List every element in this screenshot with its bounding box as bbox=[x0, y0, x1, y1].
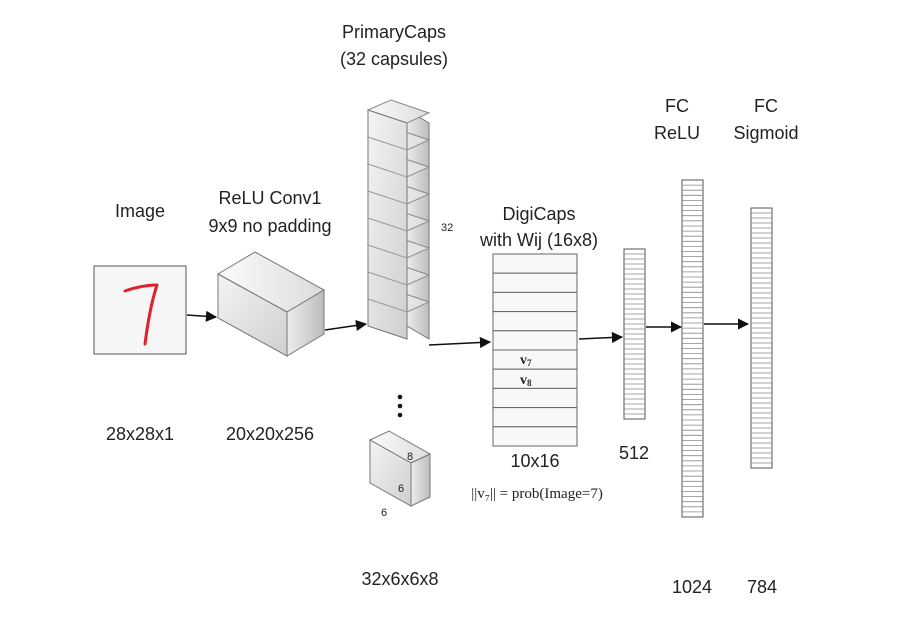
digicaps-row bbox=[492, 368, 578, 389]
digicaps-row bbox=[492, 349, 578, 370]
digicaps-row bbox=[492, 387, 578, 409]
primarycaps-dims-label: 32x6x6x8 bbox=[361, 569, 438, 589]
handwritten-seven-stroke bbox=[123, 283, 159, 346]
conv-dims-label: 20x20x256 bbox=[226, 424, 314, 444]
image-title: Image bbox=[115, 201, 165, 221]
digicaps-v8-label: v8 bbox=[520, 373, 532, 388]
capsule-slice-divider bbox=[367, 217, 430, 232]
length-probability-formula: ||v₇|| = prob(Image=7) bbox=[471, 486, 603, 502]
digicaps-row bbox=[492, 253, 578, 274]
fc-512-vector bbox=[623, 248, 646, 420]
primarycaps-title-line1: PrimaryCaps bbox=[342, 22, 446, 42]
conv-title-line1: ReLU Conv1 bbox=[218, 188, 321, 208]
digicaps-table bbox=[492, 253, 578, 447]
capsule-slice-divider bbox=[367, 271, 430, 286]
digicaps-row bbox=[492, 330, 578, 351]
capsule-depth-label: 8 bbox=[407, 451, 413, 463]
fc512-dims-label: 512 bbox=[619, 443, 649, 463]
digicaps-row bbox=[492, 291, 578, 313]
capsule-slice-divider bbox=[367, 244, 430, 259]
single-capsule-cube bbox=[368, 430, 432, 507]
arrow-digicaps-to-fc512 bbox=[578, 331, 624, 344]
capsule-slice-divider bbox=[367, 163, 430, 178]
fc784-dims-label: 784 bbox=[747, 577, 777, 597]
primarycaps-title-line2: (32 capsules) bbox=[340, 49, 448, 69]
capsule-slice-divider bbox=[367, 136, 430, 151]
fc-relu-title-line2: ReLU bbox=[654, 123, 700, 143]
fc1024-dims-label: 1024 bbox=[672, 577, 712, 597]
arrow-primarycaps-to-digicaps bbox=[428, 336, 492, 349]
fc-sigmoid-title-line1: FC bbox=[754, 96, 778, 116]
conv1-volume bbox=[216, 251, 326, 357]
capsule-slice-divider bbox=[367, 298, 430, 313]
image-dims-label: 28x28x1 bbox=[106, 424, 174, 444]
digicaps-row bbox=[492, 272, 578, 293]
digicaps-v7-label: v7 bbox=[520, 353, 532, 368]
primarycaps-stack bbox=[366, 99, 431, 340]
digicaps-title-line2: with Wij (16x8) bbox=[479, 230, 598, 250]
fc-784-vector bbox=[750, 207, 773, 469]
fc-1024-vector bbox=[681, 179, 704, 518]
digicaps-row bbox=[492, 426, 578, 447]
input-image bbox=[93, 265, 187, 355]
capsule-height-label: 6 bbox=[398, 483, 404, 495]
arrow-image-to-conv bbox=[186, 310, 218, 322]
capsule-slice-divider bbox=[367, 190, 430, 205]
digicaps-title-line1: DigiCaps bbox=[502, 204, 575, 224]
primarycaps-count-label: 32 bbox=[441, 222, 453, 234]
fc-relu-title-line1: FC bbox=[665, 96, 689, 116]
capsule-width-label: 6 bbox=[381, 507, 387, 519]
ellipsis-dots bbox=[397, 394, 403, 418]
conv-title-line2: 9x9 no padding bbox=[208, 216, 331, 236]
arrow-conv-to-primarycaps bbox=[324, 319, 368, 332]
digicaps-row bbox=[492, 407, 578, 428]
digicaps-dims-label: 10x16 bbox=[510, 451, 559, 471]
digicaps-row bbox=[492, 311, 578, 332]
fc-sigmoid-title-line2: Sigmoid bbox=[733, 123, 798, 143]
